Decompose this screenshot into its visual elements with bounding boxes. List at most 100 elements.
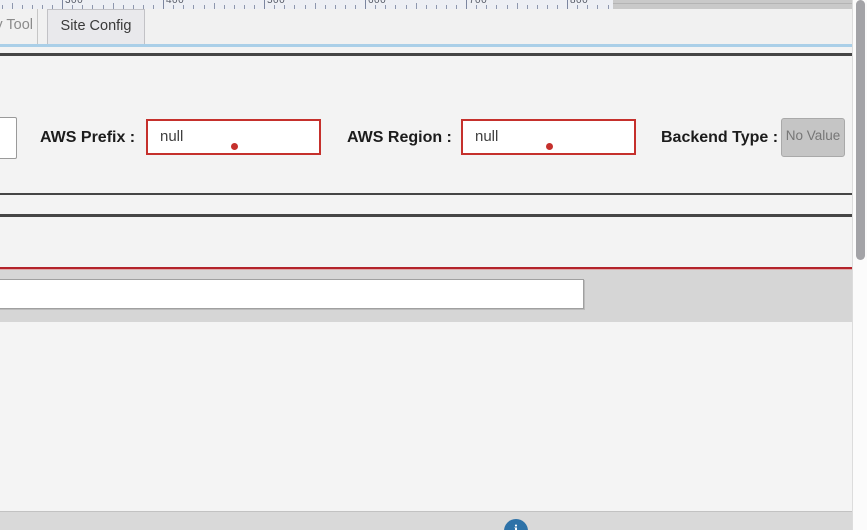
ruler-tick [466, 0, 468, 9]
partial-input-left[interactable] [0, 117, 17, 159]
footer-band: i [0, 511, 852, 530]
ruler-tick [516, 3, 518, 9]
ruler-tick [193, 5, 195, 9]
ruler-tick [365, 0, 367, 9]
strip-divider [613, 3, 867, 4]
ruler-tick [304, 5, 306, 9]
divider-line [0, 214, 852, 217]
ruler-tick [607, 5, 609, 9]
ruler-label: 800 [570, 0, 589, 6]
ruler-tick [324, 5, 326, 9]
ruler-tick [476, 5, 478, 9]
ruler-label: 600 [368, 0, 387, 6]
ruler-tick [264, 0, 266, 9]
aws-prefix-value: null [160, 128, 184, 145]
ruler-tick [213, 3, 215, 9]
ruler-tick [375, 5, 377, 9]
ruler-label: 500 [267, 0, 286, 6]
tab-site-config-label: Site Config [60, 18, 132, 34]
ruler-tick [122, 5, 124, 9]
ruler-tick [173, 5, 175, 9]
ruler-tick [41, 5, 43, 9]
ruler-tick [506, 5, 508, 9]
tab-tool-label: y Tool [0, 17, 33, 33]
ruler-tick [153, 5, 154, 9]
ruler-tick [233, 5, 235, 9]
ruler-tick [334, 5, 336, 9]
info-button[interactable]: i [504, 519, 528, 530]
ruler-tick [223, 5, 225, 9]
ruler-tick [163, 0, 165, 9]
ruler-tick [496, 5, 498, 9]
ruler-tick [395, 5, 397, 9]
tab-bar: y Tool Site Config [0, 9, 852, 45]
ruler-tick [62, 0, 64, 9]
ruler-tick [102, 5, 104, 9]
error-dot-icon [545, 143, 553, 150]
ruler-tick [183, 5, 185, 9]
ruler-tick [435, 5, 437, 9]
ruler-tick [52, 5, 53, 9]
ruler-tick [314, 3, 316, 9]
ruler-tick [92, 5, 94, 9]
divider-line [0, 53, 852, 56]
ruler-tick [254, 5, 255, 9]
scrollbar-thumb[interactable] [856, 0, 865, 260]
ruler-tick [385, 5, 387, 9]
ruler-tick [425, 5, 427, 9]
ruler-tick [284, 5, 286, 9]
backend-type-select[interactable]: No Value [781, 118, 845, 157]
ruler-label: 400 [166, 0, 185, 6]
aws-prefix-input[interactable]: null [146, 119, 321, 155]
ruler-tick [546, 5, 548, 9]
empty-section [0, 322, 852, 511]
backend-type-label: Backend Type : [661, 129, 779, 146]
ruler-tick [456, 5, 457, 9]
ruler-tick [587, 5, 589, 9]
ruler-tick [1, 5, 3, 9]
aws-region-value: null [475, 128, 499, 145]
ruler-tick [11, 3, 13, 9]
ruler-tick [31, 5, 33, 9]
ruler-tick [294, 5, 296, 9]
backend-type-value: No Value [785, 128, 841, 143]
red-divider-line [0, 267, 852, 270]
ruler-tick [557, 5, 558, 9]
ruler-tick [355, 5, 356, 9]
ruler-tick [577, 5, 579, 9]
ruler-tick [415, 3, 417, 9]
ruler-tick [203, 5, 205, 9]
content-panel: AWS Prefix : null AWS Region : null Back… [0, 47, 852, 530]
vertical-scrollbar[interactable] [852, 0, 867, 530]
ruler-tick [597, 5, 599, 9]
divider-line [0, 193, 852, 195]
ruler-tick [72, 5, 74, 9]
horizontal-ruler: 300 400 500 600 700 800 [0, 0, 613, 9]
ruler-tick [274, 5, 276, 9]
tab-tool[interactable]: y Tool [0, 9, 38, 44]
ruler-tick [142, 5, 144, 9]
ruler-tick [243, 5, 245, 9]
ruler-tick [567, 0, 569, 9]
aws-prefix-label: AWS Prefix : [40, 129, 136, 146]
ruler-tick [445, 5, 447, 9]
ruler-label: 700 [469, 0, 488, 6]
ruler-tick [112, 3, 114, 9]
ruler-tick [526, 5, 528, 9]
ruler-label: 300 [65, 0, 84, 6]
ruler-tick [536, 5, 538, 9]
tab-site-config[interactable]: Site Config [47, 9, 145, 45]
error-dot-icon [230, 143, 238, 150]
wide-text-input[interactable] [0, 279, 584, 309]
ruler-end-strip [613, 0, 867, 9]
tab-underline [0, 44, 852, 47]
ruler-tick [486, 5, 488, 9]
config-form-row: AWS Prefix : null AWS Region : null Back… [0, 117, 852, 159]
ruler-tick [132, 5, 134, 9]
ruler-tick [82, 5, 84, 9]
toolbar-band [0, 270, 852, 322]
aws-region-input[interactable]: null [461, 119, 636, 155]
ruler-tick [405, 5, 407, 9]
ruler-tick [344, 5, 346, 9]
